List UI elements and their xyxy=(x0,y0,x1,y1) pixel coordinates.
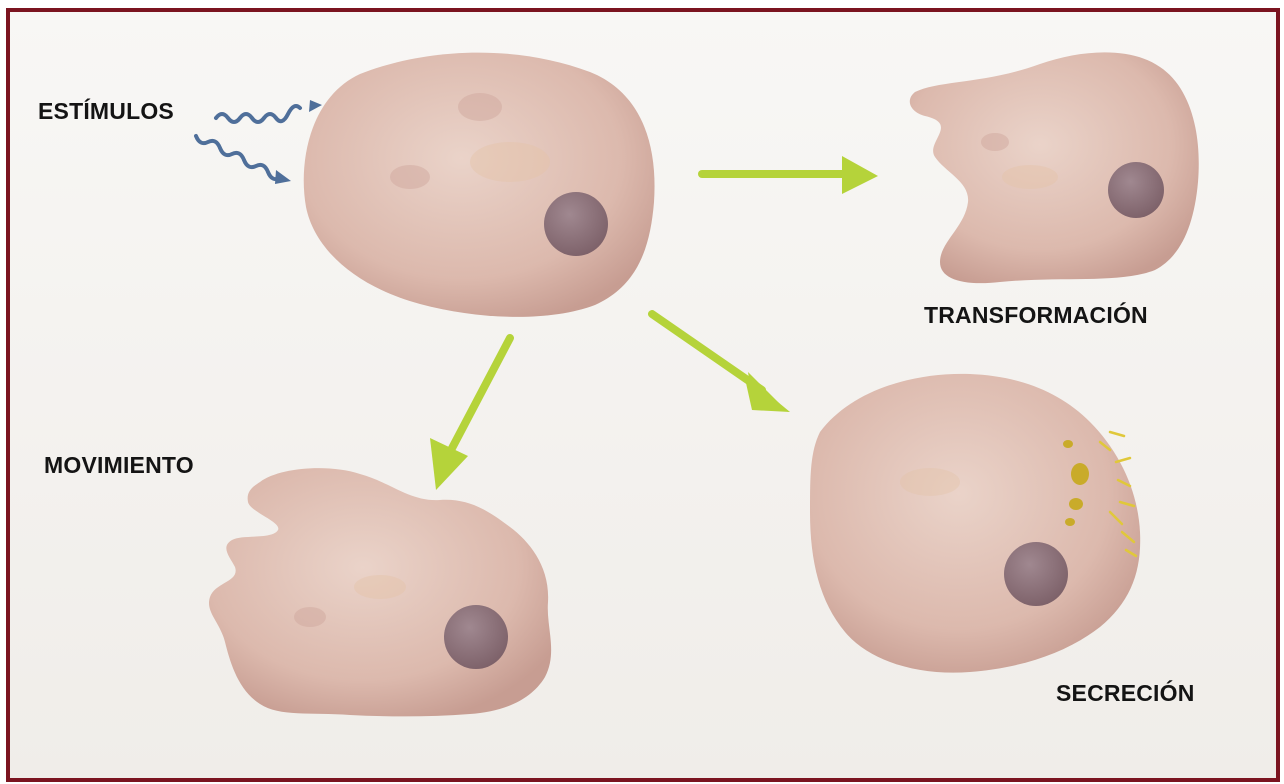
cell-original-nucleus xyxy=(544,192,608,256)
label-stimuli: ESTÍMULOS xyxy=(38,98,174,125)
cell-transformed-nucleus xyxy=(1108,162,1164,218)
label-movement: MOVIMIENTO xyxy=(44,452,194,479)
cell-transformed xyxy=(910,52,1199,283)
diagram-canvas xyxy=(10,12,1276,778)
diagram-frame: ESTÍMULOS TRANSFORMACIÓN MOVIMIENTO SECR… xyxy=(6,8,1280,782)
label-secretion: SECRECIÓN xyxy=(1056,680,1195,707)
cell-transformed-body xyxy=(910,52,1199,283)
label-transformation: TRANSFORMACIÓN xyxy=(924,302,1148,329)
cell-moving-nucleus xyxy=(444,605,508,669)
cell-secreting-nucleus xyxy=(1004,542,1068,606)
